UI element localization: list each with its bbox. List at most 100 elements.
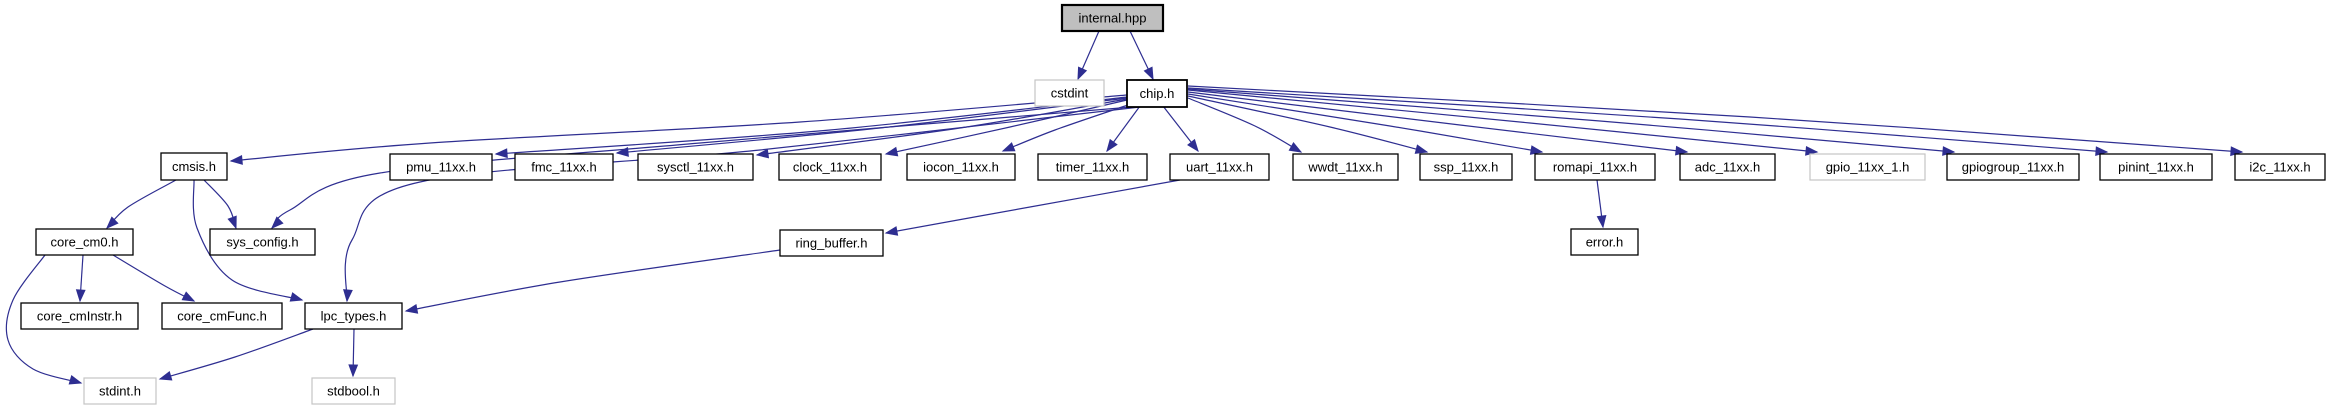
node-internal_hpp: internal.hpp	[1060, 3, 1165, 33]
node-clock_11xx_h[interactable]: clock_11xx.h	[778, 153, 882, 181]
edge-chip_h-to-clock_11xx_h	[884, 99, 1128, 157]
edge-chip_h-to-uart_11xx_h	[1162, 105, 1199, 153]
node-iocon_11xx_h[interactable]: iocon_11xx.h	[906, 153, 1016, 181]
arrowhead-icon	[1529, 145, 1544, 155]
arrowhead-icon	[1414, 144, 1429, 154]
node-core_cm0_h[interactable]: core_cm0.h	[35, 228, 134, 256]
arrowhead-icon	[1596, 214, 1607, 229]
arrowhead-icon	[289, 292, 304, 302]
node-uart_11xx_h[interactable]: uart_11xx.h	[1169, 153, 1270, 181]
arrowhead-icon	[404, 304, 419, 314]
node-box-core_cmInstr_h[interactable]	[20, 302, 139, 330]
edge-chip_h-to-timer_11xx_h	[1106, 105, 1141, 153]
arrowhead-icon	[1106, 138, 1118, 153]
node-box-core_cm0_h[interactable]	[35, 228, 134, 256]
node-adc_11xx_h[interactable]: adc_11xx.h	[1679, 153, 1776, 181]
node-label-timer_11xx_h: timer_11xx.h	[1056, 160, 1129, 175]
node-label-adc_11xx_h: adc_11xx.h	[1695, 160, 1761, 175]
node-gpio_11xx_1_h: gpio_11xx_1.h	[1809, 153, 1926, 181]
node-label-stdint_h: stdint.h	[99, 384, 141, 399]
arrowhead-icon	[158, 371, 173, 381]
node-box-wwdt_11xx_h[interactable]	[1292, 153, 1399, 181]
arrowhead-icon	[68, 375, 83, 385]
node-label-core_cm0_h: core_cm0.h	[51, 235, 119, 250]
edge-chip_h-to-romapi_11xx_h	[1187, 93, 1544, 155]
node-box-i2c_11xx_h[interactable]	[2234, 153, 2326, 181]
node-label-internal_hpp: internal.hpp	[1079, 11, 1147, 26]
arrowhead-icon	[227, 215, 237, 230]
node-sys_config_h[interactable]: sys_config.h	[209, 228, 316, 256]
node-box-error_h[interactable]	[1570, 228, 1639, 256]
node-box-clock_11xx_h[interactable]	[778, 153, 882, 181]
node-box-gpiogroup_11xx_h[interactable]	[1946, 153, 2080, 181]
node-box-cmsis_h[interactable]	[160, 152, 228, 181]
node-pmu_11xx_h[interactable]: pmu_11xx.h	[389, 153, 493, 181]
node-label-pinint_11xx_h: pinint_11xx.h	[2118, 160, 2194, 175]
node-label-lpc_types_h: lpc_types.h	[321, 309, 387, 324]
node-box-chip_h[interactable]	[1126, 79, 1188, 108]
node-fmc_11xx_h[interactable]: fmc_11xx.h	[514, 153, 614, 181]
node-box-sys_config_h[interactable]	[209, 228, 316, 256]
node-box-romapi_11xx_h[interactable]	[1534, 153, 1656, 181]
node-label-iocon_11xx_h: iocon_11xx.h	[923, 160, 999, 175]
arrowhead-icon	[106, 216, 119, 229]
node-box-sysctl_11xx_h[interactable]	[637, 153, 754, 181]
node-label-stdbool_h: stdbool.h	[327, 384, 380, 399]
node-label-cstdint: cstdint	[1051, 86, 1089, 101]
node-box-fmc_11xx_h[interactable]	[514, 153, 614, 181]
node-label-i2c_11xx_h: i2c_11xx.h	[2249, 160, 2310, 175]
node-cstdint: cstdint	[1034, 79, 1105, 107]
arrowhead-icon	[884, 146, 899, 157]
node-timer_11xx_h[interactable]: timer_11xx.h	[1037, 153, 1148, 181]
node-stdbool_h: stdbool.h	[311, 377, 396, 405]
node-label-gpio_11xx_1_h: gpio_11xx_1.h	[1826, 160, 1910, 175]
node-core_cmInstr_h[interactable]: core_cmInstr.h	[20, 302, 139, 330]
arrowhead-icon	[1077, 66, 1088, 81]
edge-cmsis_h-to-sys_config_h	[203, 179, 237, 230]
node-box-lpc_types_h[interactable]	[304, 302, 403, 330]
node-label-sysctl_11xx_h: sysctl_11xx.h	[657, 160, 734, 175]
node-box-uart_11xx_h[interactable]	[1169, 153, 1270, 181]
node-sysctl_11xx_h[interactable]: sysctl_11xx.h	[637, 153, 754, 181]
arrowhead-icon	[1001, 142, 1016, 152]
node-box-ssp_11xx_h[interactable]	[1419, 153, 1513, 181]
arrowhead-icon	[1143, 66, 1154, 81]
node-i2c_11xx_h[interactable]: i2c_11xx.h	[2234, 153, 2326, 181]
node-box-core_cmFunc_h[interactable]	[161, 302, 283, 330]
node-label-gpiogroup_11xx_h: gpiogroup_11xx.h	[1962, 160, 2064, 175]
edge-internal_hpp-to-chip_h	[1129, 30, 1154, 81]
node-label-ssp_11xx_h: ssp_11xx.h	[1434, 160, 1499, 175]
node-box-pinint_11xx_h[interactable]	[2099, 153, 2213, 181]
node-cmsis_h[interactable]: cmsis.h	[160, 152, 228, 181]
arrowhead-icon	[615, 147, 629, 157]
node-pinint_11xx_h[interactable]: pinint_11xx.h	[2099, 153, 2213, 181]
arrowhead-icon	[229, 155, 243, 165]
edge-chip_h-to-gpiogroup_11xx_h	[1187, 88, 1956, 156]
edge-ring_buffer_h-to-lpc_types_h	[404, 249, 781, 314]
node-box-cstdint	[1034, 79, 1105, 107]
node-romapi_11xx_h[interactable]: romapi_11xx.h	[1534, 153, 1656, 181]
node-wwdt_11xx_h[interactable]: wwdt_11xx.h	[1292, 153, 1399, 181]
node-box-pmu_11xx_h[interactable]	[389, 153, 493, 181]
node-label-wwdt_11xx_h: wwdt_11xx.h	[1307, 160, 1382, 175]
edge-chip_h-to-wwdt_11xx_h	[1187, 97, 1303, 153]
node-label-fmc_11xx_h: fmc_11xx.h	[531, 160, 597, 175]
node-label-cmsis_h: cmsis.h	[172, 159, 216, 174]
node-gpiogroup_11xx_h[interactable]: gpiogroup_11xx.h	[1946, 153, 2080, 181]
edge-chip_h-to-i2c_11xx_h	[1187, 85, 2244, 157]
node-lpc_types_h[interactable]: lpc_types.h	[304, 302, 403, 330]
node-box-gpio_11xx_1_h	[1809, 153, 1926, 181]
arrowhead-icon	[755, 148, 770, 159]
node-error_h[interactable]: error.h	[1570, 228, 1639, 256]
node-core_cmFunc_h[interactable]: core_cmFunc.h	[161, 302, 283, 330]
node-box-iocon_11xx_h[interactable]	[906, 153, 1016, 181]
node-box-adc_11xx_h[interactable]	[1679, 153, 1776, 181]
node-ssp_11xx_h[interactable]: ssp_11xx.h	[1419, 153, 1513, 181]
edge-romapi_11xx_h-to-error_h	[1596, 179, 1607, 229]
edge-core_cm0_h-to-core_cmFunc_h	[112, 254, 196, 302]
node-box-timer_11xx_h[interactable]	[1037, 153, 1148, 181]
node-box-ring_buffer_h[interactable]	[779, 229, 884, 257]
arrowhead-icon	[884, 226, 899, 236]
node-chip_h[interactable]: chip.h	[1126, 79, 1188, 108]
node-ring_buffer_h[interactable]: ring_buffer.h	[779, 229, 884, 257]
